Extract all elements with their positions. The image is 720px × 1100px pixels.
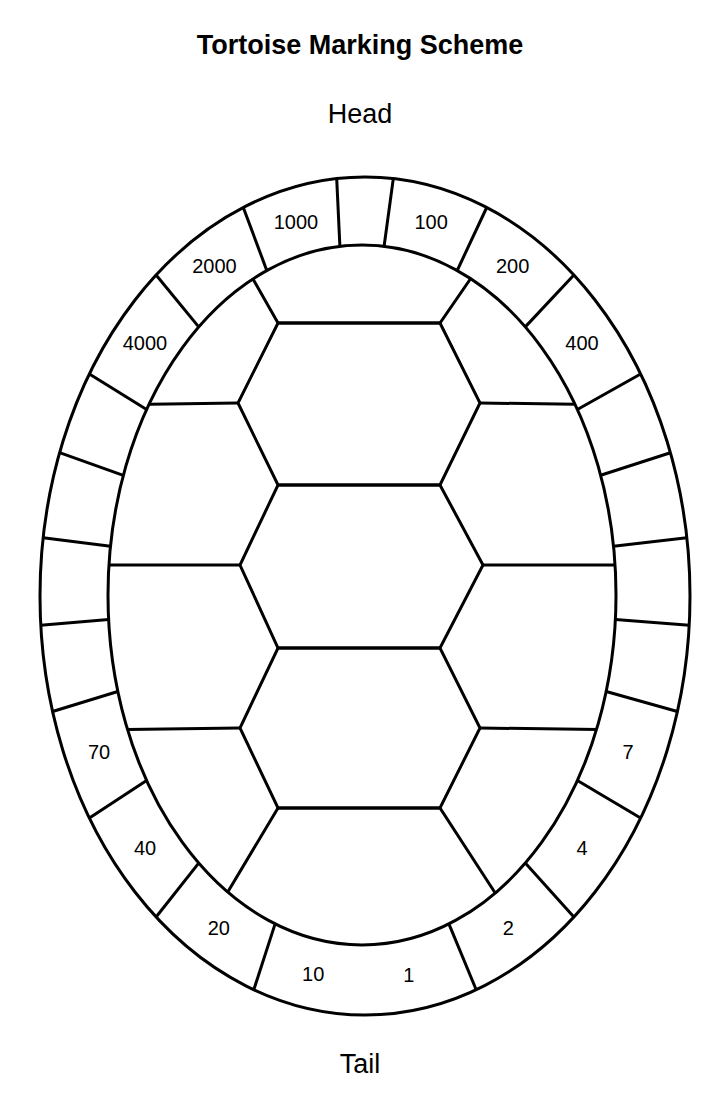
vertebral-scute: [240, 485, 483, 648]
scute-divider: [457, 208, 487, 271]
diagram-title: Tortoise Marking Scheme: [197, 31, 524, 61]
scute-number: 100: [414, 211, 447, 233]
scute-divider: [337, 179, 340, 247]
scute-divider: [525, 275, 574, 327]
scute-number: 1: [403, 964, 414, 986]
vertebral-scute: [238, 323, 480, 485]
scute-divider: [525, 863, 574, 917]
scute-number: 70: [88, 741, 110, 763]
costal-divider: [483, 564, 640, 567]
scute-number: 20: [208, 917, 230, 939]
scute-number: 10: [302, 963, 324, 985]
scute-divider: [43, 538, 110, 547]
costal-divider: [90, 564, 240, 567]
direction-label: Tail: [340, 1050, 381, 1080]
scute-divider: [606, 692, 677, 712]
scute-divider: [89, 781, 146, 819]
scute-number: 40: [134, 837, 156, 859]
costal-divider: [480, 403, 635, 405]
scute-divider: [601, 453, 671, 476]
central-scutes: [90, 265, 640, 905]
costal-divider: [480, 728, 635, 730]
scute-divider: [41, 619, 109, 625]
marginal-dividers: [41, 179, 689, 990]
costal-divider: [95, 728, 240, 730]
scute-divider: [243, 208, 266, 271]
scute-divider: [384, 179, 393, 247]
scute-divider: [577, 374, 640, 410]
scute-number: 4000: [123, 332, 168, 354]
vertebral-scute: [240, 648, 480, 808]
scute-divider: [577, 781, 640, 819]
scute-number: 400: [565, 332, 598, 354]
scute-number: 200: [496, 255, 529, 277]
scute-divider: [156, 863, 199, 917]
inner-outline: [108, 245, 616, 945]
vertebral-scute: [220, 808, 503, 905]
scute-divider: [156, 275, 199, 327]
scute-divider: [615, 619, 689, 625]
scute-number: 4: [576, 837, 587, 859]
scute-number: 7: [622, 741, 633, 763]
scute-divider: [449, 924, 476, 990]
scute-number: 1000: [274, 211, 319, 233]
scute-number: 2: [503, 917, 514, 939]
scute-number: 2000: [192, 255, 237, 277]
scute-divider: [614, 538, 687, 547]
scute-divider: [60, 453, 124, 476]
costal-divider: [95, 403, 238, 405]
direction-label: Head: [328, 100, 393, 130]
scute-divider: [254, 924, 275, 990]
scute-divider: [89, 374, 146, 410]
shell-outline: [40, 177, 690, 1015]
scute-divider: [53, 692, 118, 712]
nuchal-edge: [245, 265, 480, 323]
